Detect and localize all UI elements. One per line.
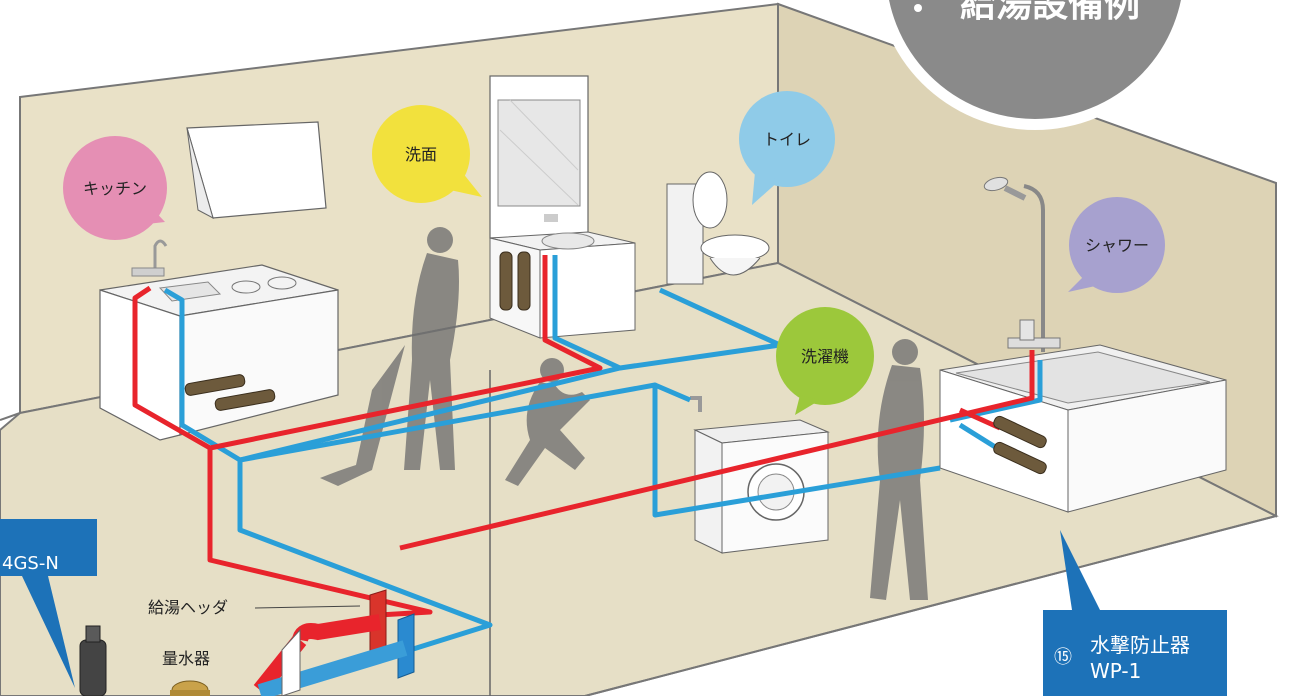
bubble-kitchen-label: キッチン (83, 179, 147, 198)
hot-water-header-assembly (170, 589, 415, 696)
bubble-kitchen: キッチン (63, 136, 167, 240)
callout-right-number: ⑮ (1054, 647, 1072, 668)
header-label-group: 給湯ヘッダ 量水器 (148, 598, 361, 668)
washing-machine (690, 396, 830, 554)
toilet (666, 171, 770, 285)
title-badge-text: 給湯設備例 (960, 0, 1140, 25)
bubble-laundry: 洗濯機 (776, 307, 874, 415)
water-filter-device (79, 625, 107, 696)
callout-left: 4GS-N (0, 519, 97, 688)
bubble-toilet-label: トイレ (763, 130, 811, 149)
bubble-washroom-label: 洗面 (405, 145, 437, 164)
title-badge (877, 0, 1193, 130)
bubble-shower: シャワー (1068, 197, 1165, 293)
callout-left-model: 4GS-N (2, 553, 59, 574)
bubble-toilet: トイレ (739, 91, 835, 205)
kitchen-hood (186, 121, 327, 219)
title-badge-dot (914, 4, 922, 12)
bathtub (939, 344, 1227, 513)
hot-water-pipes (132, 255, 1035, 618)
bubble-shower-label: シャワー (1085, 236, 1149, 255)
callout-right-name: 水撃防止器 (1090, 633, 1190, 657)
water-hammer-arrestors (184, 251, 1047, 475)
bubble-laundry-label: 洗濯機 (801, 347, 849, 366)
bubble-washroom: 洗面 (372, 105, 482, 203)
shower-fixture (983, 176, 1061, 352)
water-meter-label: 量水器 (162, 649, 210, 668)
hot-water-header-label: 給湯ヘッダ (148, 598, 228, 617)
callout-right-model: WP-1 (1090, 659, 1141, 683)
header-leader-line (254, 605, 361, 609)
callout-right: ⑮ 水撃防止器 WP-1 (1043, 530, 1227, 696)
